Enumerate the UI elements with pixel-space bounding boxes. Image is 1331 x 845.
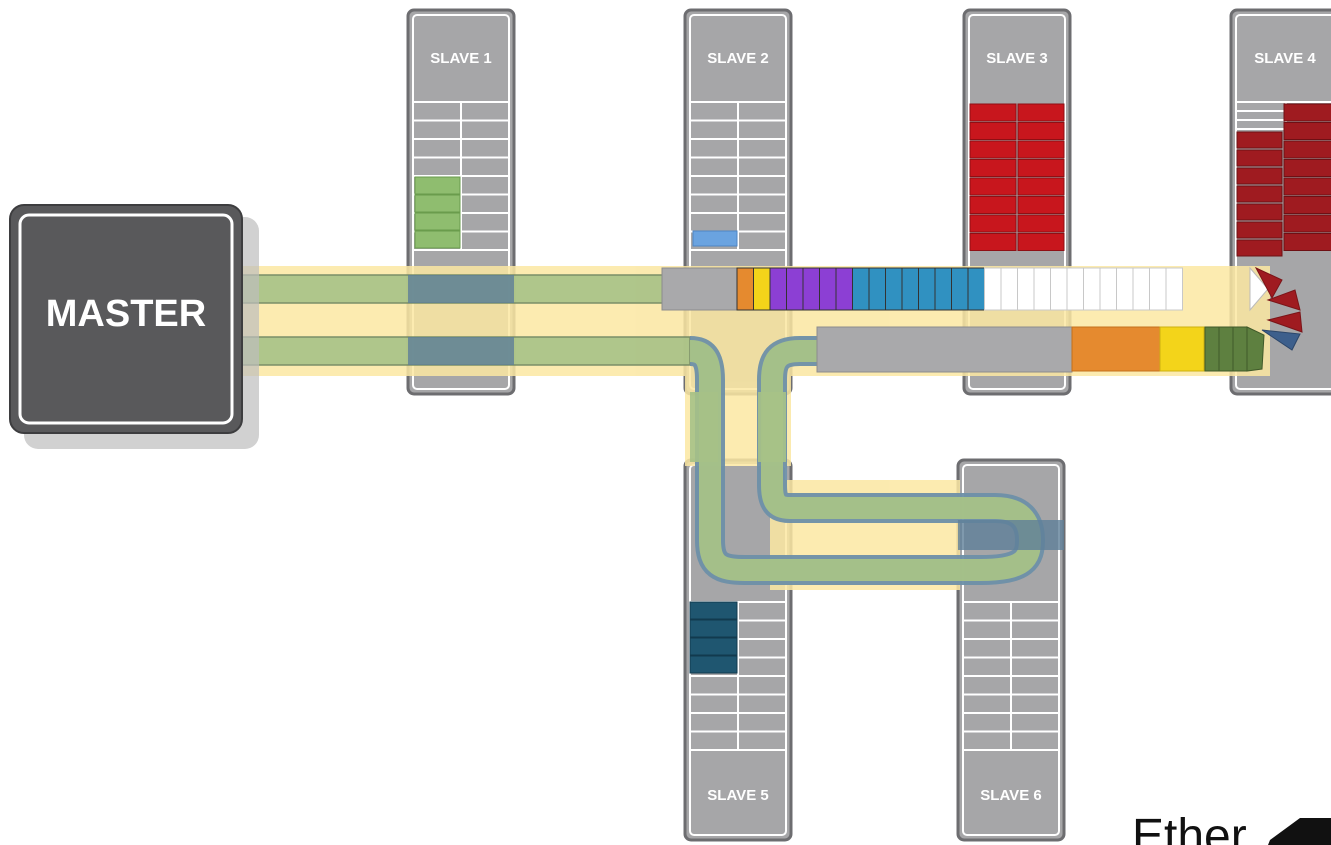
ethercat-logo: Ether — [1132, 810, 1331, 845]
slave-5-data-cells — [689, 601, 738, 674]
slave-4-data-cell — [1236, 239, 1283, 257]
slave-3-data-cell — [1017, 103, 1065, 122]
slave-3-data-cell — [969, 103, 1017, 122]
packet-segment — [1000, 267, 1018, 311]
slave-3-data-cell — [969, 177, 1017, 196]
slave-3-data-cell — [1017, 214, 1065, 233]
packet-segment — [819, 267, 837, 311]
slave-3-data-cell — [969, 233, 1017, 251]
slave-4-data-cell — [1236, 167, 1283, 185]
packet-segment — [769, 267, 787, 311]
packet-segment — [1149, 267, 1167, 311]
brand-text: Ether — [1132, 810, 1247, 845]
packet-return-header — [816, 326, 1073, 373]
slave-1-label: SLAVE 1 — [430, 50, 491, 67]
packet-segment — [934, 267, 952, 311]
slave-4-data-cell — [1283, 103, 1331, 122]
packet-segment — [1017, 267, 1035, 311]
slave-3-data-cell — [1017, 196, 1065, 214]
slave-4-data-cells — [1236, 103, 1331, 257]
slave-3-data-cells — [969, 103, 1065, 251]
slave-4-data-cell — [1283, 233, 1331, 251]
packet-segment — [1050, 267, 1068, 311]
slave-3-data-cell — [969, 122, 1017, 140]
slave-3-data-cell — [969, 196, 1017, 214]
slave-4-label: SLAVE 4 — [1254, 50, 1316, 67]
packet-segment — [1132, 267, 1150, 311]
packet-segment — [1165, 267, 1183, 311]
packet-segment — [736, 267, 754, 311]
packet-segment — [967, 267, 985, 311]
slave-4-data-cell — [1283, 122, 1331, 140]
master-label: MASTER — [46, 293, 206, 335]
slave-3-data-cell — [1017, 233, 1065, 251]
packet-return-green — [1204, 326, 1265, 372]
slave-4-data-cell — [1236, 131, 1283, 149]
slave-4-data-cell — [1236, 221, 1283, 239]
slave-3-data-cell — [1017, 140, 1065, 159]
slave-4-data-cell — [1236, 203, 1283, 221]
packet-arrow-head — [1249, 266, 1269, 312]
slave-1-data-cells — [414, 176, 461, 249]
slave-6-label: SLAVE 6 — [980, 787, 1041, 804]
packet-segment — [1099, 267, 1117, 311]
packet-turnaround — [1254, 266, 1303, 351]
packet-segment — [1066, 267, 1084, 311]
slave-3-data-cell — [1017, 122, 1065, 140]
packet-outbound — [661, 266, 1269, 312]
packet-segment — [1083, 267, 1101, 311]
packet-segment — [786, 267, 804, 311]
slave-4-data-cell — [1283, 140, 1331, 159]
slave-3-data-cell — [969, 159, 1017, 177]
slave-4-data-cell — [1283, 196, 1331, 214]
packet-segment — [901, 267, 919, 311]
slave-3-data-cell — [969, 214, 1017, 233]
packet-segment — [868, 267, 886, 311]
slave-6-memory-grid — [963, 601, 1059, 751]
packet-segment — [1033, 267, 1051, 311]
packet-segment — [918, 267, 936, 311]
slave-3-data-cell — [969, 140, 1017, 159]
slave-3-data-cell — [1017, 177, 1065, 196]
packet-segment — [802, 267, 820, 311]
slave-4-data-cell — [1236, 149, 1283, 167]
packet-outbound-segments — [736, 267, 1183, 311]
packet-header — [661, 267, 738, 311]
packet-segment — [885, 267, 903, 311]
packet-segment — [835, 267, 853, 311]
packet-segment — [852, 267, 870, 311]
packet-return-orange — [1071, 326, 1161, 372]
slave-3-data-cell — [1017, 159, 1065, 177]
cable-vertical-green — [690, 392, 786, 462]
packet-segment — [984, 267, 1002, 311]
packet-return — [816, 326, 1265, 373]
slave-4-data-cell — [1283, 214, 1331, 233]
slave-2-data-cell — [692, 230, 738, 247]
packet-segment — [753, 267, 771, 311]
slave-3-label: SLAVE 3 — [986, 50, 1047, 67]
slave-4-data-cell — [1236, 185, 1283, 203]
slave-2-label: SLAVE 2 — [707, 50, 768, 67]
slave-4-data-cell — [1283, 159, 1331, 177]
packet-segment — [951, 267, 969, 311]
slave-5-label: SLAVE 5 — [707, 787, 768, 804]
slave-4-data-cell — [1283, 177, 1331, 196]
packet-segment — [1116, 267, 1134, 311]
packet-return-yellow — [1159, 326, 1205, 372]
cable-overlap-blue — [408, 275, 1064, 550]
master-node: MASTER — [9, 204, 259, 449]
